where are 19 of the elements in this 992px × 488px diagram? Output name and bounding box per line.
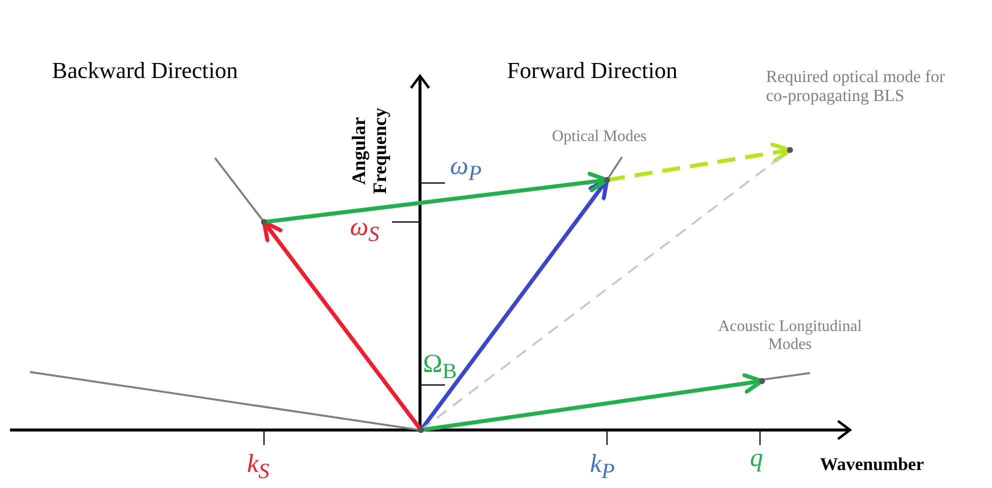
math-symbol: ω$_{S}$ (350, 213, 380, 248)
arrow (262, 220, 423, 432)
vertex-dot (261, 219, 267, 225)
dashed-arrow (606, 142, 792, 182)
axis-label: Wavenumber (820, 455, 924, 475)
math-symbol: q (750, 444, 763, 473)
vertex-dot (787, 147, 793, 153)
vertex-dot (759, 378, 765, 384)
direction-label: Backward Direction (52, 58, 238, 84)
annotation: Optical Modes (552, 128, 647, 146)
arrow (420, 373, 764, 432)
axis-label: Angular Frequency (350, 106, 392, 196)
annotation: Acoustic Longitudinal Modes (717, 318, 863, 354)
math-symbol: k$_{S}$ (247, 450, 270, 484)
annotation: Required optical mode for co-propagating BLS (766, 68, 946, 106)
math-symbol: Ω$_{B}$ (423, 350, 457, 384)
math-symbol: k$_{P}$ (590, 450, 615, 484)
direction-label: Forward Direction (507, 58, 678, 84)
math-symbol: ω$_{P}$ (450, 152, 482, 186)
